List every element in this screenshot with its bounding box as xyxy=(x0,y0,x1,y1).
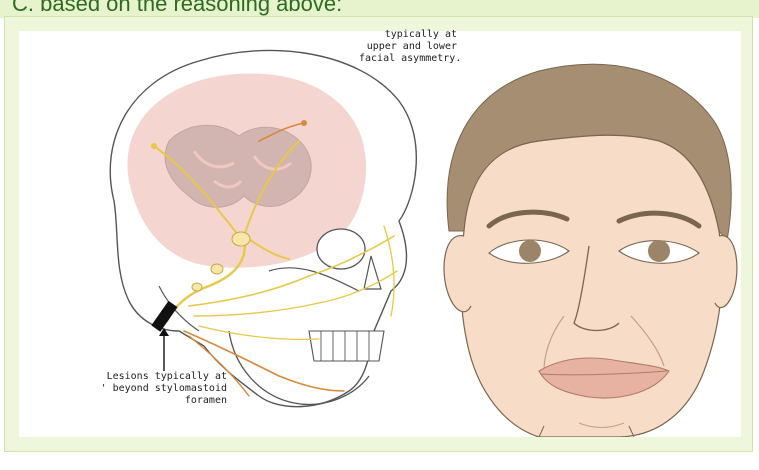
skull-drawing xyxy=(110,50,416,406)
lesion-label-line3: foramen xyxy=(59,395,227,407)
lesion-label-line1: Lesions typically at xyxy=(59,371,227,383)
bottom-strip xyxy=(0,452,759,470)
asymmetry-label: typically at upper and lower facial asym… xyxy=(359,29,457,65)
asymmetry-label-line3: facial asymmetry. xyxy=(359,53,457,65)
patient-face-drawing xyxy=(444,64,737,437)
lesion-label: Lesions typically at ' beyond stylomasto… xyxy=(59,371,227,407)
facial-nerve-illustration: typically at upper and lower facial asym… xyxy=(19,31,741,437)
asymmetry-label-line2: upper and lower xyxy=(359,41,457,53)
figure-panel: typically at upper and lower facial asym… xyxy=(4,16,753,452)
lesion-label-line2: ' beyond stylomastoid xyxy=(59,383,227,395)
asymmetry-label-line1: typically at xyxy=(359,29,457,41)
caption-text: C. based on the reasoning above: xyxy=(12,0,342,17)
